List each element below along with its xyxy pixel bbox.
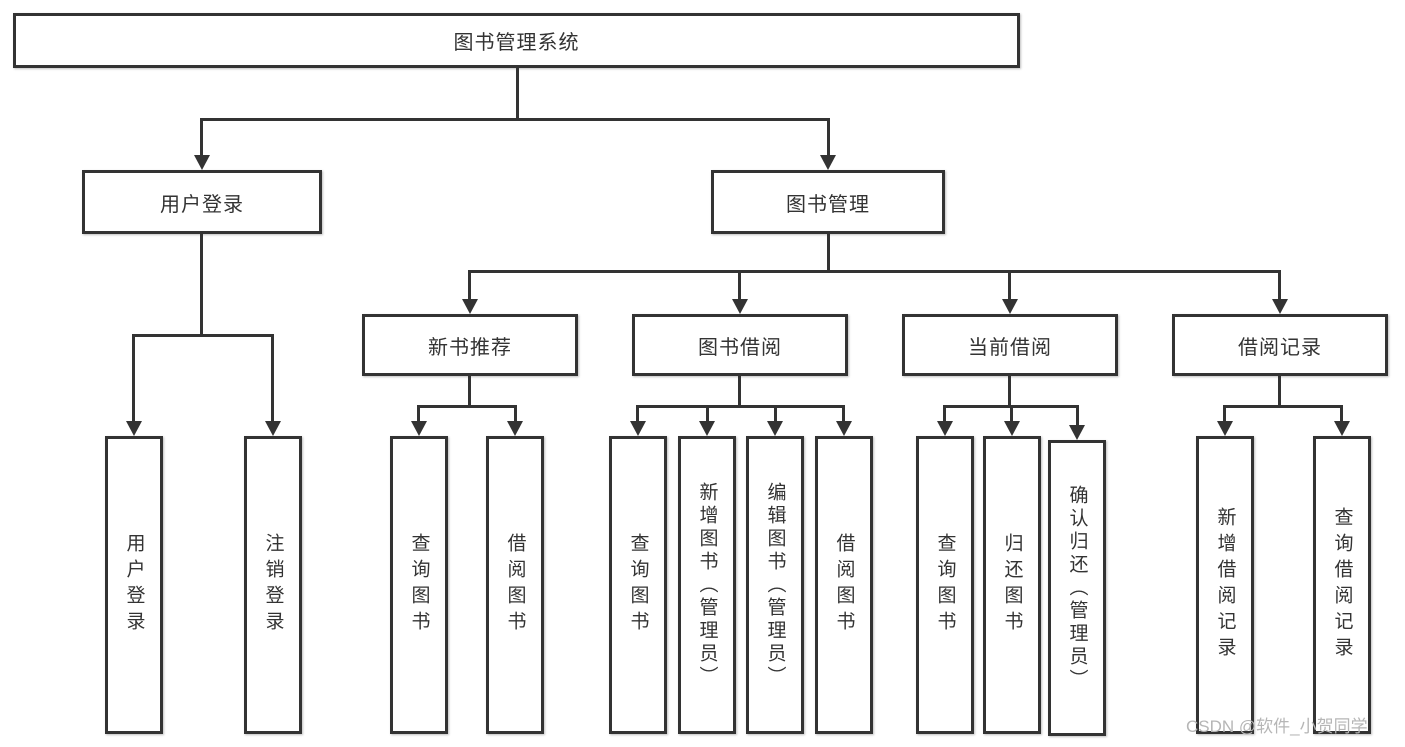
node-records-query-record-label: 查询借阅记录: [1331, 507, 1353, 663]
connector-stem-new-book: [468, 270, 471, 301]
node-user-login-label: 用户登录: [160, 193, 244, 216]
connector-stem-borrow-add: [706, 405, 709, 423]
arrowhead-leaf-logout: [265, 421, 281, 436]
node-root-label: 图书管理系统: [453, 32, 580, 54]
arrowhead-borrow-add: [699, 421, 715, 436]
node-records-add-record-label: 新增借阅记录: [1214, 507, 1236, 663]
node-current-confirm-return-label: 确认归还（管理员）: [1066, 484, 1088, 692]
connector-stem-current-confirm: [1076, 405, 1079, 425]
connector-user-login-trunk: [200, 234, 203, 337]
node-book-management-label: 图书管理: [786, 193, 870, 216]
arrowhead-current-borrowing: [1002, 299, 1018, 314]
node-current-borrowing: 当前借阅: [902, 314, 1118, 376]
arrowhead-book-borrowing: [732, 299, 748, 314]
node-current-return-books: 归还图书: [983, 436, 1041, 734]
arrowhead-current-query: [937, 421, 953, 436]
connector-root-trunk: [516, 66, 519, 120]
node-borrow-add-books: 新增图书（管理员）: [678, 436, 736, 734]
node-borrow-borrow-books: 借阅图书: [815, 436, 873, 734]
connector-stem-book-management: [827, 118, 830, 157]
connector-current-borrowing-trunk: [1008, 376, 1011, 407]
arrowhead-records-query: [1334, 421, 1350, 436]
node-leaf-logout-label: 注销登录: [262, 533, 284, 637]
node-borrowing-records: 借阅记录: [1172, 314, 1388, 376]
arrowhead-recommend-query: [411, 421, 427, 436]
connector-stem-recommend-query: [417, 405, 420, 423]
connector-stem-borrowing-records: [1278, 270, 1281, 301]
connector-stem-book-borrowing: [738, 270, 741, 301]
node-book-borrowing-label: 图书借阅: [698, 336, 782, 359]
node-current-confirm-return: 确认归还（管理员）: [1048, 440, 1106, 736]
connector-book-management-rail: [468, 270, 1281, 273]
connector-stem-records-add: [1223, 405, 1226, 423]
connector-stem-leaf-user-login: [132, 334, 135, 422]
arrowhead-user-login: [194, 155, 210, 170]
node-leaf-logout: 注销登录: [244, 436, 302, 734]
arrowhead-borrowing-records: [1272, 299, 1288, 314]
arrowhead-current-return: [1004, 421, 1020, 436]
connector-borrowing-records-trunk: [1278, 376, 1281, 407]
arrowhead-book-management: [820, 155, 836, 170]
node-borrowing-records-label: 借阅记录: [1238, 336, 1322, 359]
connector-stem-records-query: [1340, 405, 1343, 423]
connector-new-book-trunk: [468, 376, 471, 407]
connector-stem-borrow-edit: [774, 405, 777, 423]
node-borrow-query-books-label: 查询图书: [627, 533, 649, 637]
arrowhead-new-book: [462, 299, 478, 314]
node-borrow-add-books-label: 新增图书（管理员）: [696, 481, 718, 689]
node-recommend-query-books: 查询图书: [390, 436, 448, 734]
node-leaf-user-login: 用户登录: [105, 436, 163, 734]
connector-stem-leaf-logout: [271, 334, 274, 422]
connector-stem-current-query: [943, 405, 946, 423]
connector-book-borrowing-trunk: [738, 376, 741, 407]
node-user-login: 用户登录: [82, 170, 322, 234]
node-records-query-record: 查询借阅记录: [1313, 436, 1371, 734]
node-recommend-borrow-books: 借阅图书: [486, 436, 544, 734]
node-book-borrowing: 图书借阅: [632, 314, 848, 376]
connector-new-book-rail: [417, 405, 517, 408]
connector-stem-borrow-borrow: [842, 405, 845, 423]
arrowhead-borrow-edit: [767, 421, 783, 436]
csdn-watermark: CSDN @软件_小贺同学: [1186, 717, 1368, 736]
node-current-return-books-label: 归还图书: [1001, 533, 1023, 637]
node-current-query-books: 查询图书: [916, 436, 974, 734]
arrowhead-borrow-borrow: [836, 421, 852, 436]
node-borrow-edit-books: 编辑图书（管理员）: [746, 436, 804, 734]
arrowhead-records-add: [1217, 421, 1233, 436]
connector-stem-user-login: [200, 118, 203, 157]
node-recommend-borrow-books-label: 借阅图书: [504, 533, 526, 637]
arrowhead-current-confirm: [1069, 425, 1085, 440]
node-new-book-recommendation-label: 新书推荐: [428, 336, 512, 359]
arrowhead-borrow-query: [630, 421, 646, 436]
connector-stem-current-borrowing: [1008, 270, 1011, 301]
connector-borrowing-records-rail: [1223, 405, 1342, 408]
connector-root-rail: [200, 118, 830, 121]
connector-book-borrowing-rail: [636, 405, 845, 408]
node-borrow-query-books: 查询图书: [609, 436, 667, 734]
arrowhead-recommend-borrow: [507, 421, 523, 436]
connector-user-login-rail: [132, 334, 273, 337]
node-book-management: 图书管理: [711, 170, 945, 234]
node-root: 图书管理系统: [13, 13, 1020, 68]
node-current-query-books-label: 查询图书: [934, 533, 956, 637]
connector-book-management-trunk: [827, 234, 830, 272]
node-borrow-borrow-books-label: 借阅图书: [833, 533, 855, 637]
node-current-borrowing-label: 当前借阅: [968, 336, 1052, 359]
node-recommend-query-books-label: 查询图书: [408, 533, 430, 637]
connector-stem-current-return: [1010, 405, 1013, 423]
connector-stem-borrow-query: [636, 405, 639, 423]
arrowhead-leaf-user-login: [126, 421, 142, 436]
node-leaf-user-login-label: 用户登录: [123, 533, 145, 637]
connector-stem-recommend-borrow: [514, 405, 517, 423]
node-records-add-record: 新增借阅记录: [1196, 436, 1254, 734]
node-borrow-edit-books-label: 编辑图书（管理员）: [764, 481, 786, 689]
node-new-book-recommendation: 新书推荐: [362, 314, 578, 376]
